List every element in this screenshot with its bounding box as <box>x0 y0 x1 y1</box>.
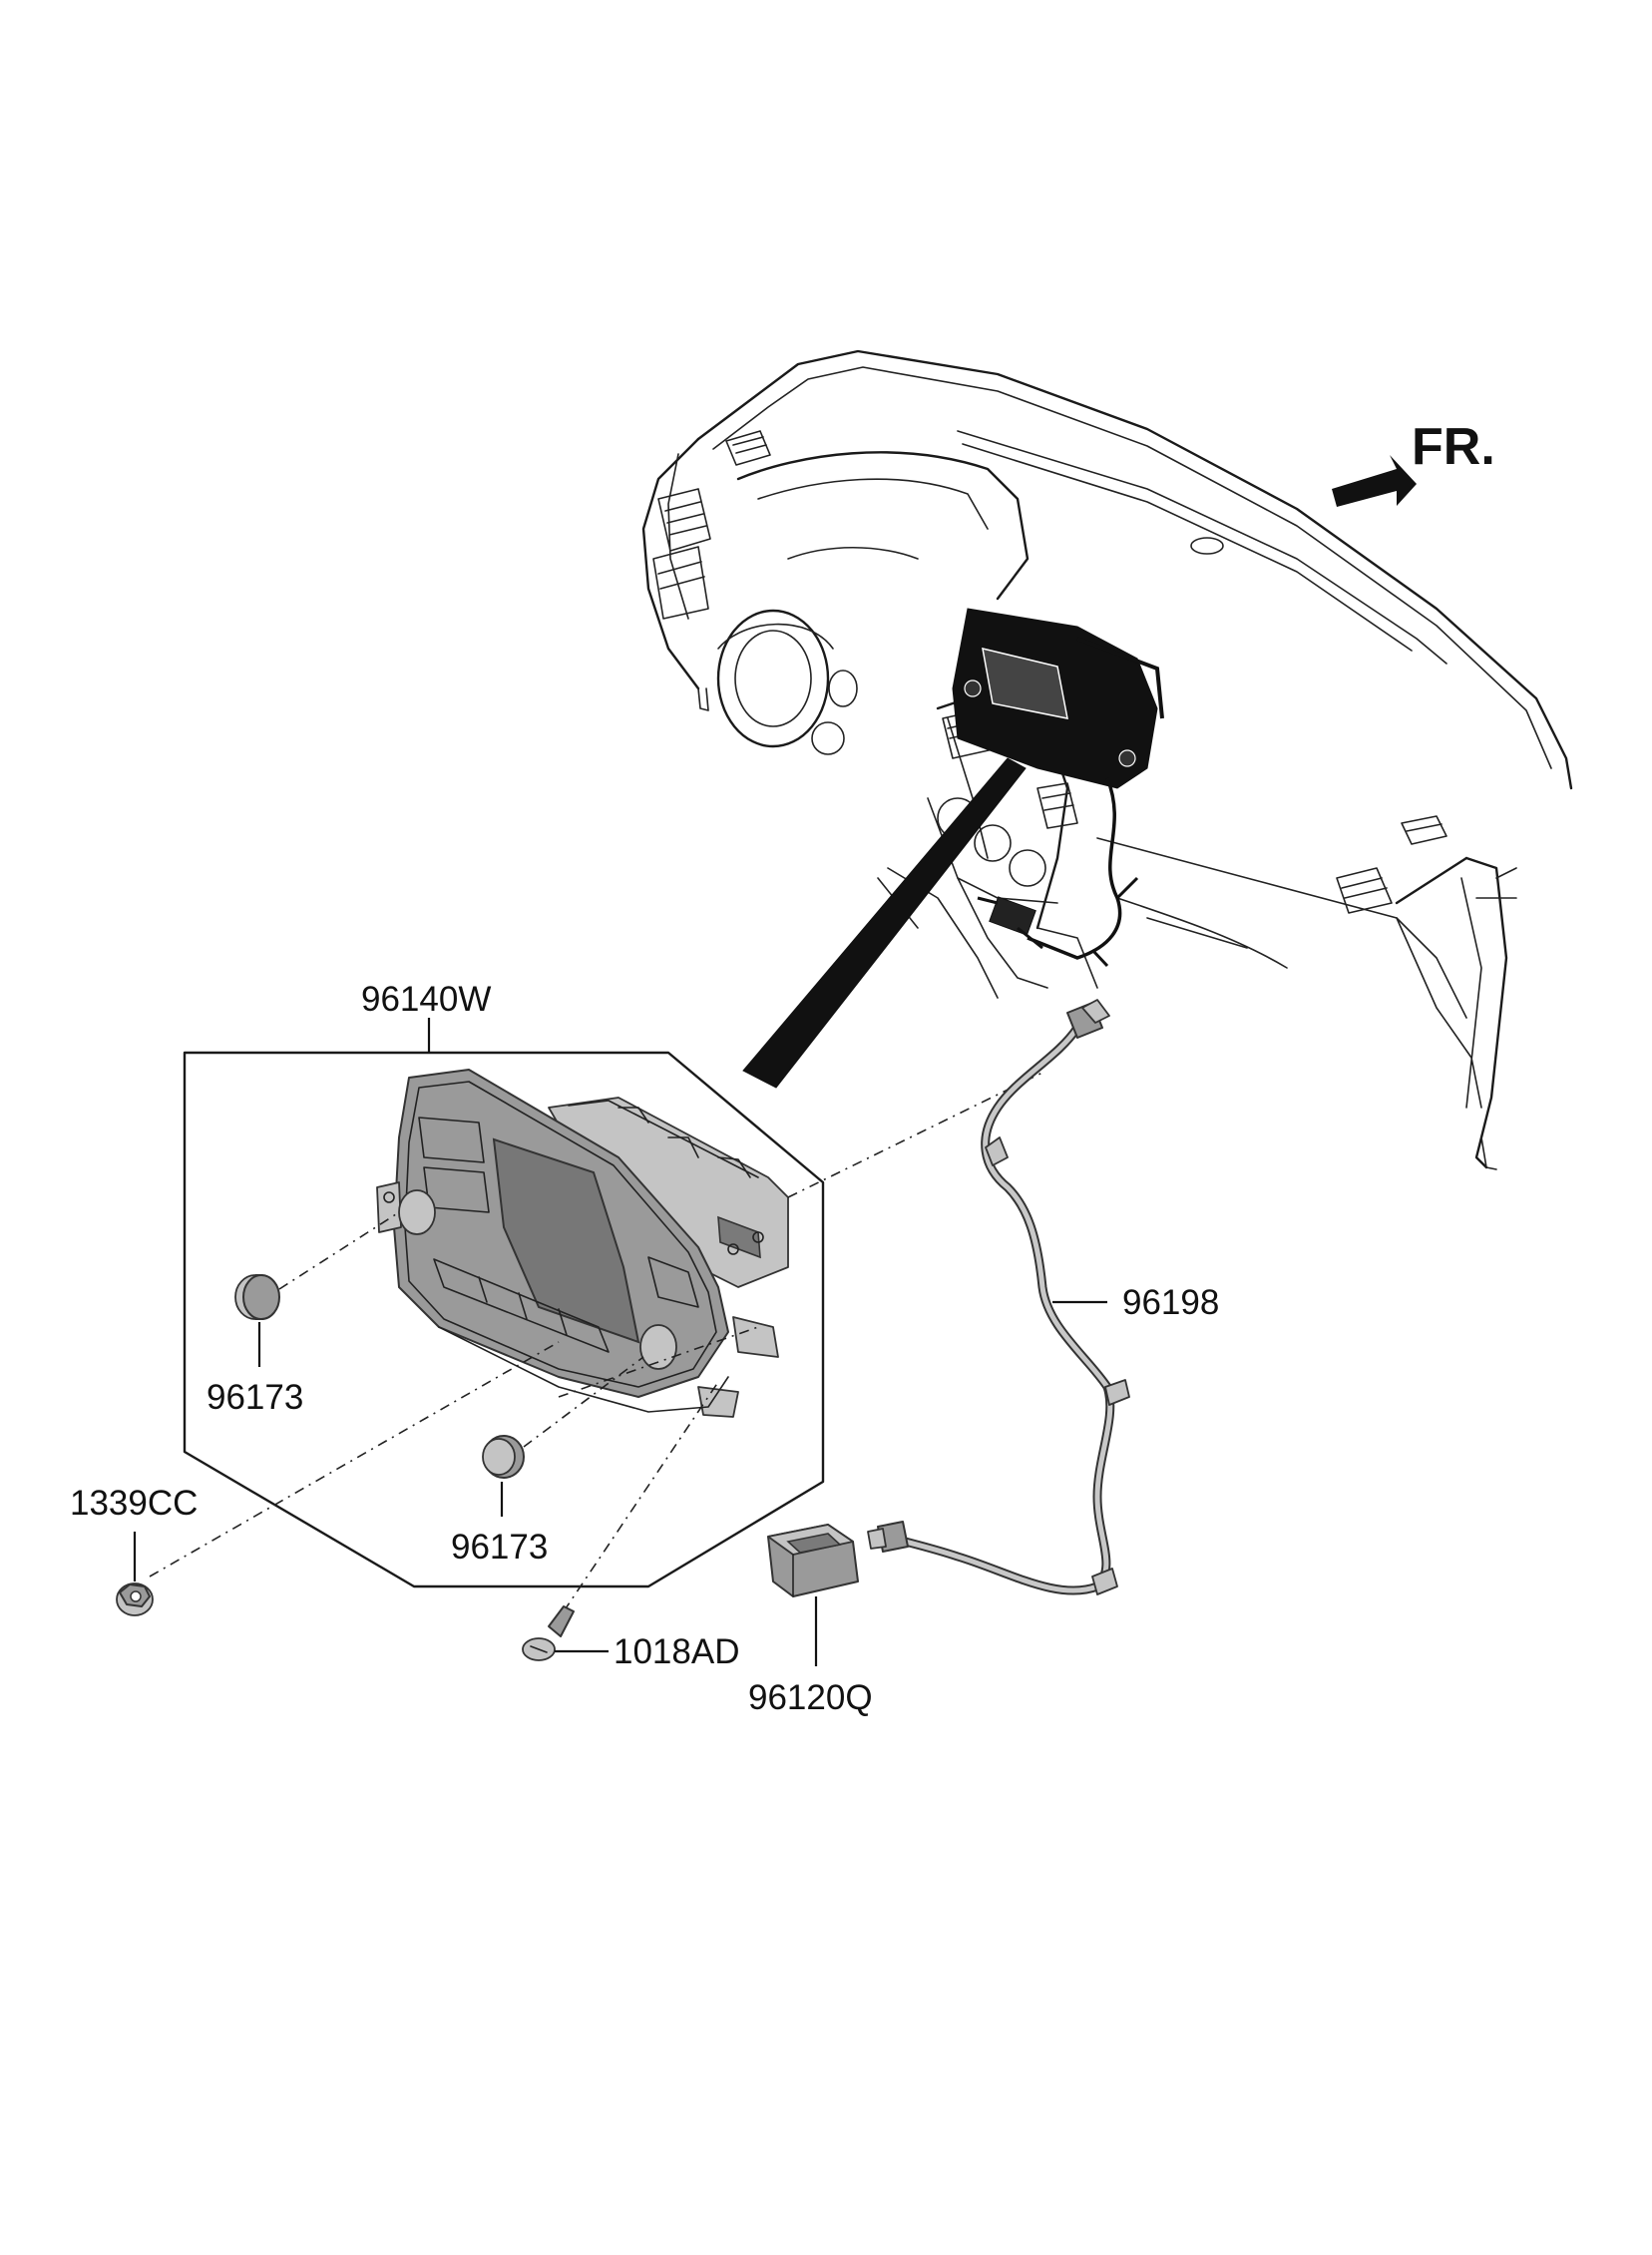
part-label-head-unit: 96140W <box>361 980 491 1019</box>
part-label-knob-right: 96173 <box>451 1528 548 1567</box>
part-label-harness: 96198 <box>1122 1283 1219 1322</box>
dashed-screw-line <box>563 1381 719 1612</box>
knob-left-icon <box>234 1274 280 1320</box>
head-unit-installed-highlight <box>952 608 1164 968</box>
part-label-screw: 1018AD <box>614 1632 739 1671</box>
screw-icon <box>522 1605 575 1661</box>
part-label-nut: 1339CC <box>70 1484 198 1523</box>
flange-nut-icon <box>116 1582 154 1616</box>
callout-wedge <box>742 757 1027 1089</box>
front-direction-label: FR. <box>1412 418 1495 476</box>
usb-jack-icon <box>767 1524 859 1597</box>
dashed-knob-right <box>523 1356 644 1448</box>
part-label-knob-left: 96173 <box>206 1378 303 1417</box>
dashed-nut-line <box>149 1341 560 1578</box>
wiring-harness-icon <box>867 999 1130 1595</box>
head-unit-illustration <box>376 1069 789 1418</box>
dashed-knob-left <box>278 1211 400 1290</box>
dashed-bracket-line <box>558 1326 759 1398</box>
part-label-usb-jack: 96120Q <box>748 1678 873 1717</box>
front-direction-arrow-icon <box>1332 455 1417 507</box>
head-unit-group-frame <box>183 1051 825 1588</box>
knob-right-icon <box>482 1435 525 1479</box>
